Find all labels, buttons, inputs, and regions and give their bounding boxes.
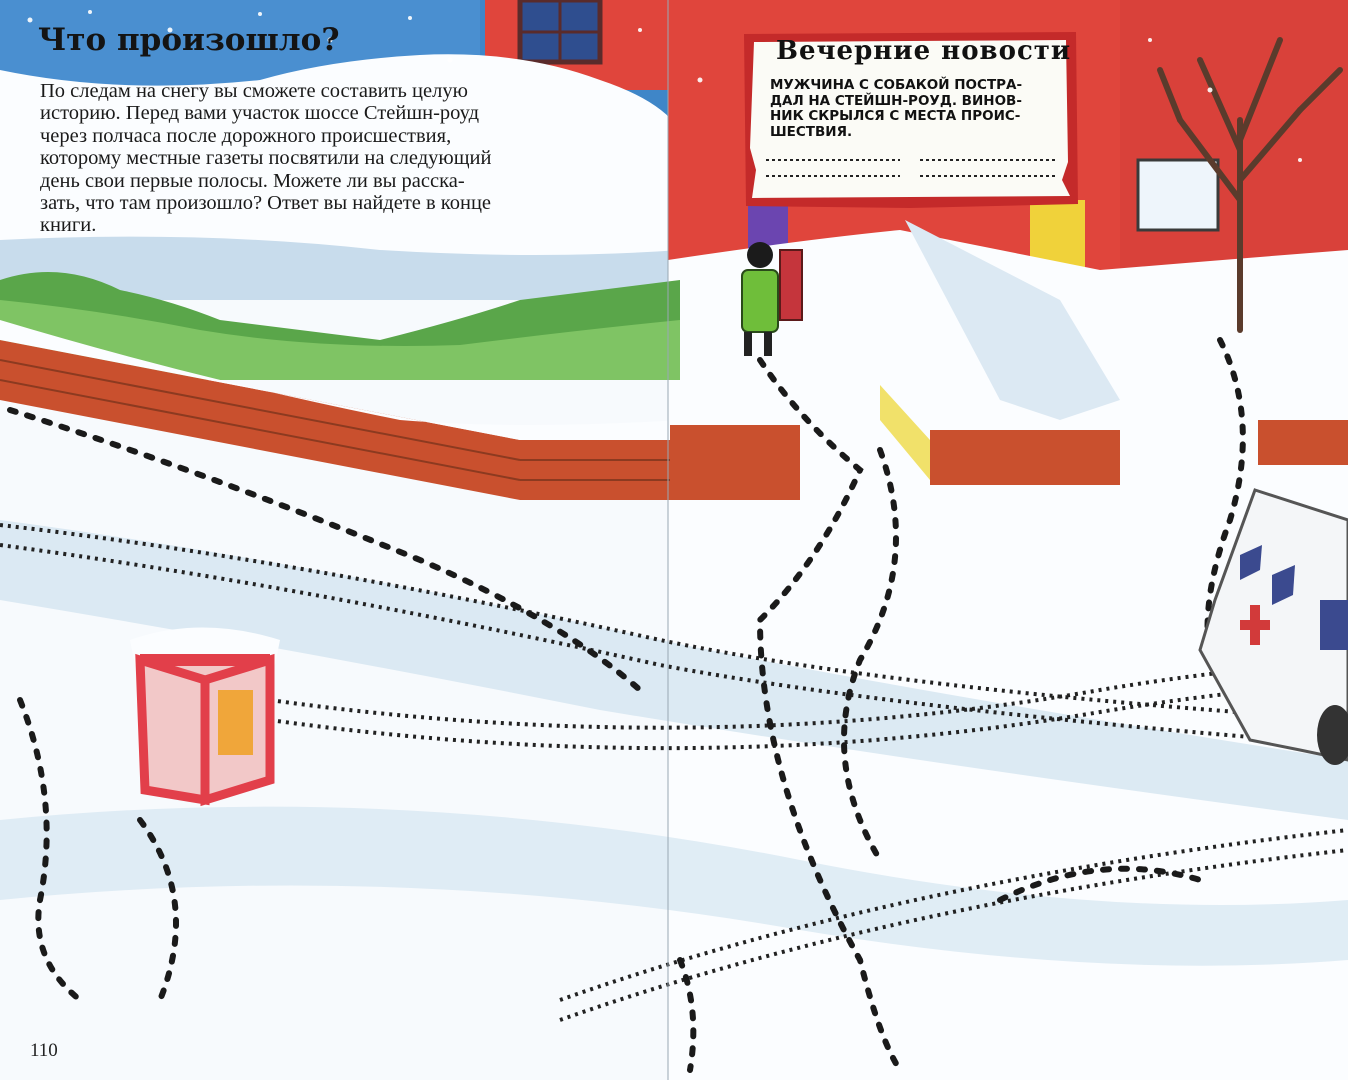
bare-tree (1157, 37, 1343, 333)
intro-line: По следам на снегу вы сможете составить … (40, 80, 468, 102)
headline-line: ДАЛ НА СТЕЙШН-РОУД. ВИНОВ- (770, 92, 1022, 109)
road-shadow (0, 520, 1348, 820)
window-right (1136, 158, 1220, 232)
intro-line: историю. Перед вами участок шоссе Стейшн… (40, 102, 480, 125)
intro-line: книги. (40, 214, 97, 237)
brick-wall-left (0, 340, 680, 500)
ambulance (1198, 488, 1348, 765)
headline-line: ШЕСТВИЯ. (770, 123, 853, 140)
house-right-wall-shade (1120, 0, 1348, 300)
illegible-text-lines (766, 159, 1056, 177)
intro-line: которому местные газеты посвятили на сле… (40, 147, 492, 170)
newspaper-frame (744, 32, 1078, 208)
woman-with-chair (741, 242, 803, 356)
phone-booth (130, 627, 280, 807)
newspaper-clipping: Вечерние новости МУЖЧИНА С СОБАКОЙ ПОСТР… (740, 30, 1080, 208)
page-title: Что произошло? (38, 22, 340, 58)
snowflakes (27, 10, 1302, 162)
intro-line: через полчаса после дорожного происшеств… (40, 124, 452, 147)
intro-line: день свои первые полосы. Можете ли вы ра… (40, 169, 465, 192)
intro-paragraph: По следам на снегу вы сможете составить … (40, 80, 620, 237)
newspaper-masthead: Вечерние новости (776, 36, 1072, 66)
intro-line: зать, что там произошло? Ответ вы найдет… (40, 192, 492, 215)
page-number: 110 (30, 1040, 58, 1061)
gate-post-yellow (880, 385, 930, 480)
newspaper-headline: МУЖЧИНА С СОБАКОЙ ПОСТРА- ДАЛ НА СТЕЙШН-… (770, 77, 1100, 140)
headline-line: НИК СКРЫЛСЯ С МЕСТА ПРОИС- (770, 108, 1021, 124)
brick-wall-right (930, 430, 1120, 485)
headline-line: МУЖЧИНА С СОБАКОЙ ПОСТРА- (770, 77, 1023, 93)
